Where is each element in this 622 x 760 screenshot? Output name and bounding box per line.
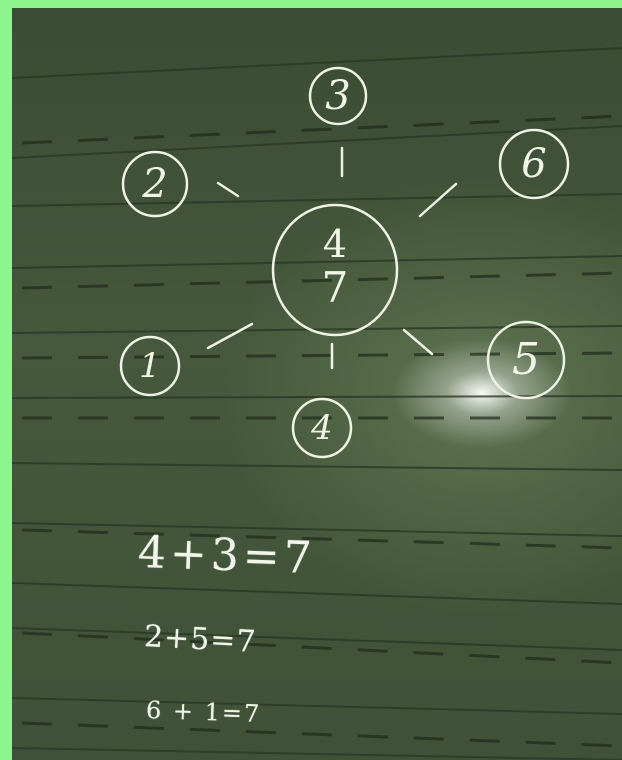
number-bottom: 4 <box>311 408 333 448</box>
center-top-digit: 4 <box>322 222 348 266</box>
circle-right <box>486 320 566 400</box>
circle-top <box>308 66 368 126</box>
number-left: 1 <box>139 346 161 386</box>
number-top-right: 6 <box>521 141 547 187</box>
circle-left <box>119 335 181 397</box>
center-number: 4 7 <box>295 222 375 322</box>
circle-top-left <box>121 150 189 218</box>
number-top: 3 <box>325 73 351 119</box>
number-right: 5 <box>512 334 540 385</box>
circle-bottom <box>291 397 353 459</box>
number-top-left: 2 <box>142 161 168 207</box>
equation-3: 6 + 1=7 <box>145 695 262 729</box>
chalkboard: 4 7 3 2 6 1 4 5 4+3=7 2+5=7 6 + 1=7 <box>12 8 622 760</box>
equation-2: 2+5=7 <box>143 619 258 660</box>
center-circle <box>271 203 399 337</box>
board-lines <box>12 47 622 760</box>
equation-1: 4+3=7 <box>137 526 317 585</box>
circle-top-right <box>498 128 570 200</box>
center-bottom-digit: 7 <box>321 263 349 312</box>
